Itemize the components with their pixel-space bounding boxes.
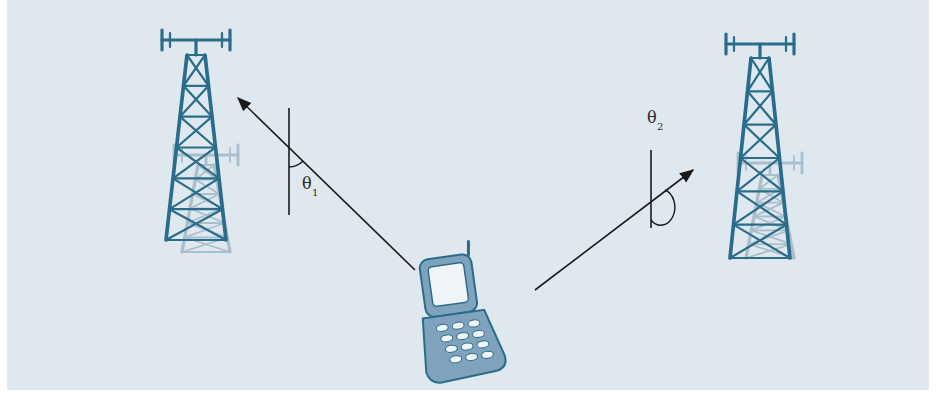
phone-key: [472, 330, 485, 339]
tower-stroke: [173, 148, 216, 179]
tower-stroke: [741, 125, 777, 158]
tower-stroke: [190, 194, 219, 209]
tower-stroke: [748, 90, 773, 92]
tower-stroke: [177, 148, 220, 179]
tower-stroke: [184, 55, 206, 86]
phone-key: [452, 321, 465, 330]
tower-stroke: [744, 125, 780, 158]
cell-tower: [174, 145, 238, 252]
tower-stroke: [741, 158, 784, 191]
phone-key: [465, 353, 478, 362]
tower-stroke: [751, 229, 788, 231]
tower-stroke: [744, 124, 776, 126]
tower-stroke: [754, 216, 786, 218]
tower-stroke: [793, 156, 795, 170]
tower-stroke: [734, 191, 784, 224]
tower-stroke: [733, 37, 735, 51]
tower-stroke: [785, 37, 787, 51]
tower-stroke: [173, 177, 219, 179]
signal-arrow: [535, 170, 693, 290]
phone-key: [440, 334, 453, 343]
tower-stroke: [734, 224, 787, 226]
tower-stroke: [177, 146, 216, 148]
phone-key: [436, 324, 449, 333]
phone-key: [468, 319, 481, 328]
tower-stroke: [170, 178, 220, 209]
angle-symbol: θ: [302, 176, 312, 192]
reference-line: [650, 150, 652, 228]
tower-stroke: [166, 209, 223, 240]
tower-stroke: [757, 202, 784, 204]
tower-stroke: [730, 257, 790, 259]
tower-stroke: [237, 145, 240, 165]
tower-stroke: [748, 91, 777, 124]
angle-arc: [289, 161, 303, 167]
cell-tower: [738, 153, 802, 258]
tower-stroke: [730, 225, 787, 258]
angle-symbol: θ: [647, 110, 657, 126]
tower-stroke: [228, 30, 231, 50]
cell-tower: [726, 34, 794, 258]
phone-key: [456, 332, 469, 341]
tower-stroke: [741, 157, 780, 159]
tower-stroke: [734, 225, 791, 258]
tower-stroke: [744, 91, 773, 124]
tower-stroke: [169, 33, 171, 47]
tower-stroke: [737, 190, 783, 192]
phone-key: [461, 342, 474, 351]
tower-stroke: [724, 34, 727, 54]
tower-stroke: [173, 178, 223, 209]
tower-stroke: [187, 55, 209, 86]
tower-stroke: [184, 86, 213, 117]
tower-stroke: [792, 34, 795, 54]
tower-stroke: [170, 208, 223, 210]
tower-stroke: [166, 239, 226, 241]
phone-key: [481, 351, 494, 360]
signal-arrow: [238, 98, 415, 270]
tower-group: [162, 30, 802, 258]
tower-stroke: [751, 58, 773, 91]
phone-icon: [409, 239, 507, 385]
angle-subscript: 1: [312, 188, 318, 198]
phone-key: [445, 345, 458, 354]
tower-stroke: [758, 44, 761, 58]
tower-stroke: [205, 155, 208, 165]
phone-key: [477, 340, 490, 349]
tower-stroke: [737, 191, 787, 224]
tower-stroke: [759, 175, 778, 189]
tower-stroke: [180, 86, 209, 117]
tower-stroke: [801, 153, 804, 173]
tower-stroke: [182, 251, 230, 253]
background-panel: [7, 0, 929, 390]
tower-stroke: [184, 85, 209, 87]
tower-stroke: [221, 33, 223, 47]
tower-stroke: [170, 209, 227, 240]
tower-stroke: [748, 58, 770, 91]
reference-line: [288, 108, 290, 215]
cell-tower: [162, 30, 230, 240]
angle-arc: [651, 190, 675, 225]
tower-stroke: [194, 40, 197, 55]
tower-stroke: [177, 117, 213, 148]
tower-stroke: [162, 38, 230, 41]
tower-stroke: [737, 158, 780, 191]
angle-subscript: 2: [657, 122, 663, 132]
tower-stroke: [180, 116, 212, 118]
tower-stroke: [160, 30, 163, 50]
phone-key: [449, 355, 462, 364]
tower-stroke: [726, 42, 794, 45]
tower-stroke: [180, 117, 216, 148]
tower-stroke: [229, 148, 231, 162]
